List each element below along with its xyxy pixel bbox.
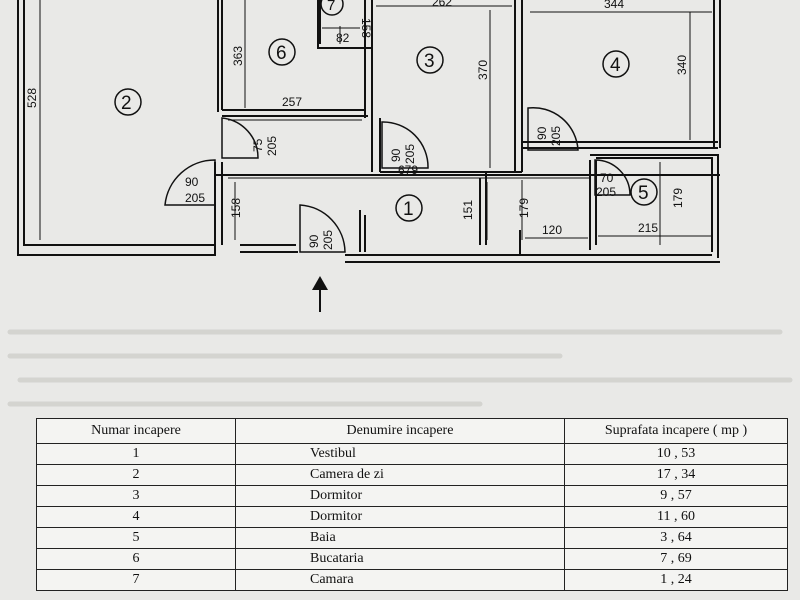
table-row: 5 Baia 3 , 64 (36, 527, 788, 549)
dim-528: 528 (25, 88, 39, 108)
cell-number: 2 (36, 464, 236, 486)
door-label-3b: 205 (403, 144, 417, 164)
dimension-lines (39, 0, 712, 245)
table-row: 4 Dormitor 11 , 60 (36, 506, 788, 528)
dim-363: 363 (231, 46, 245, 66)
table-row: 1 Vestibul 10 , 53 (36, 443, 788, 465)
header-room-area: Suprafata incapere ( mp ) (564, 418, 788, 444)
cell-name: Dormitor (235, 506, 565, 528)
room-number-6: 6 (276, 43, 287, 64)
dim-120: 120 (542, 223, 562, 237)
floor-plan: 2 6 3 4 1 5 7 528 363 257 82 158 262 370… (17, 0, 721, 312)
cell-area: 1 , 24 (564, 569, 788, 591)
cell-number: 1 (36, 443, 236, 465)
table-row: 3 Dormitor 9 , 57 (36, 485, 788, 507)
cell-number: 6 (36, 548, 236, 570)
dim-179-b: 179 (671, 188, 685, 208)
walls (17, 0, 721, 263)
room-number-7: 7 (327, 0, 335, 14)
room-area-table: Numar incapere Denumire incapere Suprafa… (36, 418, 788, 591)
cell-area: 11 , 60 (564, 506, 788, 528)
dim-370: 370 (476, 60, 490, 80)
cell-number: 7 (36, 569, 236, 591)
dim-179-a: 179 (517, 198, 531, 218)
cell-area: 10 , 53 (564, 443, 788, 465)
room-number-1: 1 (403, 199, 414, 220)
door-label-5b: 205 (596, 185, 616, 199)
dim-151: 151 (461, 200, 475, 220)
door-label-6b: 205 (321, 230, 335, 250)
room-number-3: 3 (424, 51, 435, 72)
entrance-arrow-icon (312, 276, 328, 312)
door-label-2b: 205 (265, 136, 279, 156)
room-number-5: 5 (638, 183, 649, 204)
cell-number: 5 (36, 527, 236, 549)
door-label-1a: 90 (185, 175, 199, 189)
room-number-2: 2 (121, 93, 132, 114)
door-label-4a: 90 (535, 126, 549, 140)
room-circles (114, 0, 658, 222)
cell-number: 4 (36, 506, 236, 528)
door-label-4b: 205 (549, 126, 563, 146)
cell-area: 7 , 69 (564, 548, 788, 570)
dim-262: 262 (432, 0, 452, 9)
door-label-6a: 90 (307, 234, 321, 248)
cell-name: Dormitor (235, 485, 565, 507)
table-header-row: Numar incapere Denumire incapere Suprafa… (36, 418, 788, 444)
cell-name: Vestibul (235, 443, 565, 465)
cell-name: Bucataria (235, 548, 565, 570)
cell-name: Camara (235, 569, 565, 591)
dim-158: 158 (229, 198, 243, 218)
dim-82: 82 (336, 31, 350, 45)
dim-158b: 158 (359, 18, 373, 38)
cell-number: 3 (36, 485, 236, 507)
dim-215: 215 (638, 221, 658, 235)
table-row: 2 Camera de zi 17 , 34 (36, 464, 788, 486)
cell-area: 17 , 34 (564, 464, 788, 486)
cell-area: 9 , 57 (564, 485, 788, 507)
cell-name: Camera de zi (235, 464, 565, 486)
table-row: 6 Bucataria 7 , 69 (36, 548, 788, 570)
door-label-5a: 70 (600, 171, 614, 185)
room-number-4: 4 (610, 55, 621, 76)
dim-679: 679 (398, 163, 418, 177)
cell-name: Baia (235, 527, 565, 549)
dim-340: 340 (675, 55, 689, 75)
door-label-1b: 205 (185, 191, 205, 205)
door-label-2a: 75 (251, 138, 265, 152)
header-room-name: Denumire incapere (235, 418, 565, 444)
cell-area: 3 , 64 (564, 527, 788, 549)
header-room-number: Numar incapere (36, 418, 236, 444)
faded-background-text (0, 320, 800, 420)
dim-344: 344 (604, 0, 624, 11)
door-label-3a: 90 (389, 148, 403, 162)
table-row: 7 Camara 1 , 24 (36, 569, 788, 591)
dim-257: 257 (282, 95, 302, 109)
